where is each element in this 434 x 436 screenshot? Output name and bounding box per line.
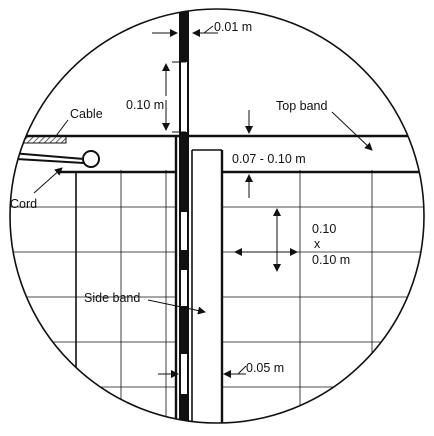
circular-frame bbox=[9, 8, 425, 424]
label-mesh-line-3: 0.10 m bbox=[312, 253, 350, 267]
label-cable: Cable bbox=[70, 107, 103, 121]
side-band-leader bbox=[147, 299, 206, 315]
label-cord: Cord bbox=[10, 197, 37, 211]
dim-side-gap bbox=[158, 365, 247, 378]
dim-top-gap bbox=[152, 25, 218, 37]
side-band bbox=[174, 136, 224, 423]
label-side-band: Side band bbox=[84, 291, 140, 305]
label-mesh-line-1: 0.10 bbox=[312, 222, 336, 236]
label-mesh-line-2: x bbox=[314, 237, 321, 251]
top-band-leader bbox=[331, 111, 373, 151]
mesh-grid-right bbox=[222, 170, 424, 423]
label-stripe-length: 0.10 m bbox=[126, 98, 164, 112]
cable bbox=[23, 135, 67, 144]
cord bbox=[10, 151, 85, 164]
dim-stripe-length bbox=[162, 61, 186, 133]
label-band-depth: 0.07 - 0.10 m bbox=[232, 152, 306, 166]
cord-leader bbox=[33, 167, 63, 194]
cable-leader bbox=[55, 119, 69, 137]
top-band bbox=[10, 134, 424, 174]
label-top-gap: 0.01 m bbox=[214, 20, 252, 34]
vertical-rope bbox=[179, 9, 189, 423]
cord-ring bbox=[82, 150, 100, 168]
dim-mesh-size bbox=[234, 208, 298, 272]
label-top-band: Top band bbox=[276, 99, 327, 113]
label-side-gap: 0.05 m bbox=[246, 361, 284, 375]
